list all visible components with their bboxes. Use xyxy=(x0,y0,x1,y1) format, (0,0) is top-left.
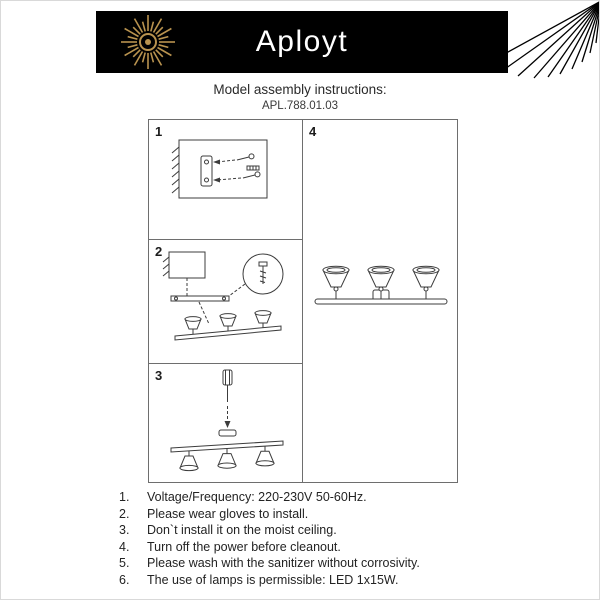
step-2-panel: 2 xyxy=(149,240,303,364)
instruction-number: 6. xyxy=(119,572,130,587)
step-2-number: 2 xyxy=(155,244,163,259)
step-2-diagram xyxy=(162,251,284,341)
instruction-text: Please wash with the sanitizer without c… xyxy=(147,556,420,570)
page-title: Model assembly instructions: xyxy=(213,82,387,97)
brand-name: Aployt xyxy=(255,25,349,58)
model-number: APL.788.01.03 xyxy=(261,100,339,112)
step-3-number: 3 xyxy=(155,368,163,383)
instruction-list: 1. Voltage/Frequency: 220-230V 50-60Hz. … xyxy=(119,489,420,588)
instruction-item: 2. Please wear gloves to install. xyxy=(119,506,420,523)
instruction-item: 5. Please wash with the sanitizer withou… xyxy=(119,555,420,572)
assembly-steps-grid: 1 xyxy=(148,119,458,483)
brand-banner: Aployt xyxy=(96,11,508,73)
instruction-number: 4. xyxy=(119,539,130,554)
instruction-item: 4. Turn off the power before cleanout. xyxy=(119,539,420,556)
step-1-number: 1 xyxy=(155,124,163,139)
step-1-panel: 1 xyxy=(149,120,303,240)
step-4-number: 4 xyxy=(309,124,317,139)
step-4-diagram xyxy=(314,265,448,305)
instruction-text: Don`t install it on the moist ceiling. xyxy=(147,523,337,537)
instruction-number: 1. xyxy=(119,490,130,504)
step-3-diagram xyxy=(170,369,284,472)
step-3-panel: 3 xyxy=(149,364,303,482)
step-4-panel: 4 xyxy=(303,120,457,482)
ray-fan-decoration xyxy=(488,1,599,79)
instruction-text: Please wear gloves to install. xyxy=(147,506,309,521)
instruction-number: 3. xyxy=(119,523,130,537)
step-1-diagram xyxy=(171,139,268,199)
instruction-item: 3. Don`t install it on the moist ceiling… xyxy=(119,522,420,539)
instruction-text: Voltage/Frequency: 220-230V 50-60Hz. xyxy=(147,490,367,504)
instruction-number: 2. xyxy=(119,506,130,521)
sunburst-logo-icon xyxy=(121,15,175,69)
instruction-item: 6. The use of lamps is permissible: LED … xyxy=(119,572,420,589)
instruction-text: The use of lamps is permissible: LED 1x1… xyxy=(147,572,399,587)
instruction-item: 1. Voltage/Frequency: 220-230V 50-60Hz. xyxy=(119,489,420,506)
instruction-text: Turn off the power before cleanout. xyxy=(147,539,341,554)
instruction-number: 5. xyxy=(119,556,130,570)
